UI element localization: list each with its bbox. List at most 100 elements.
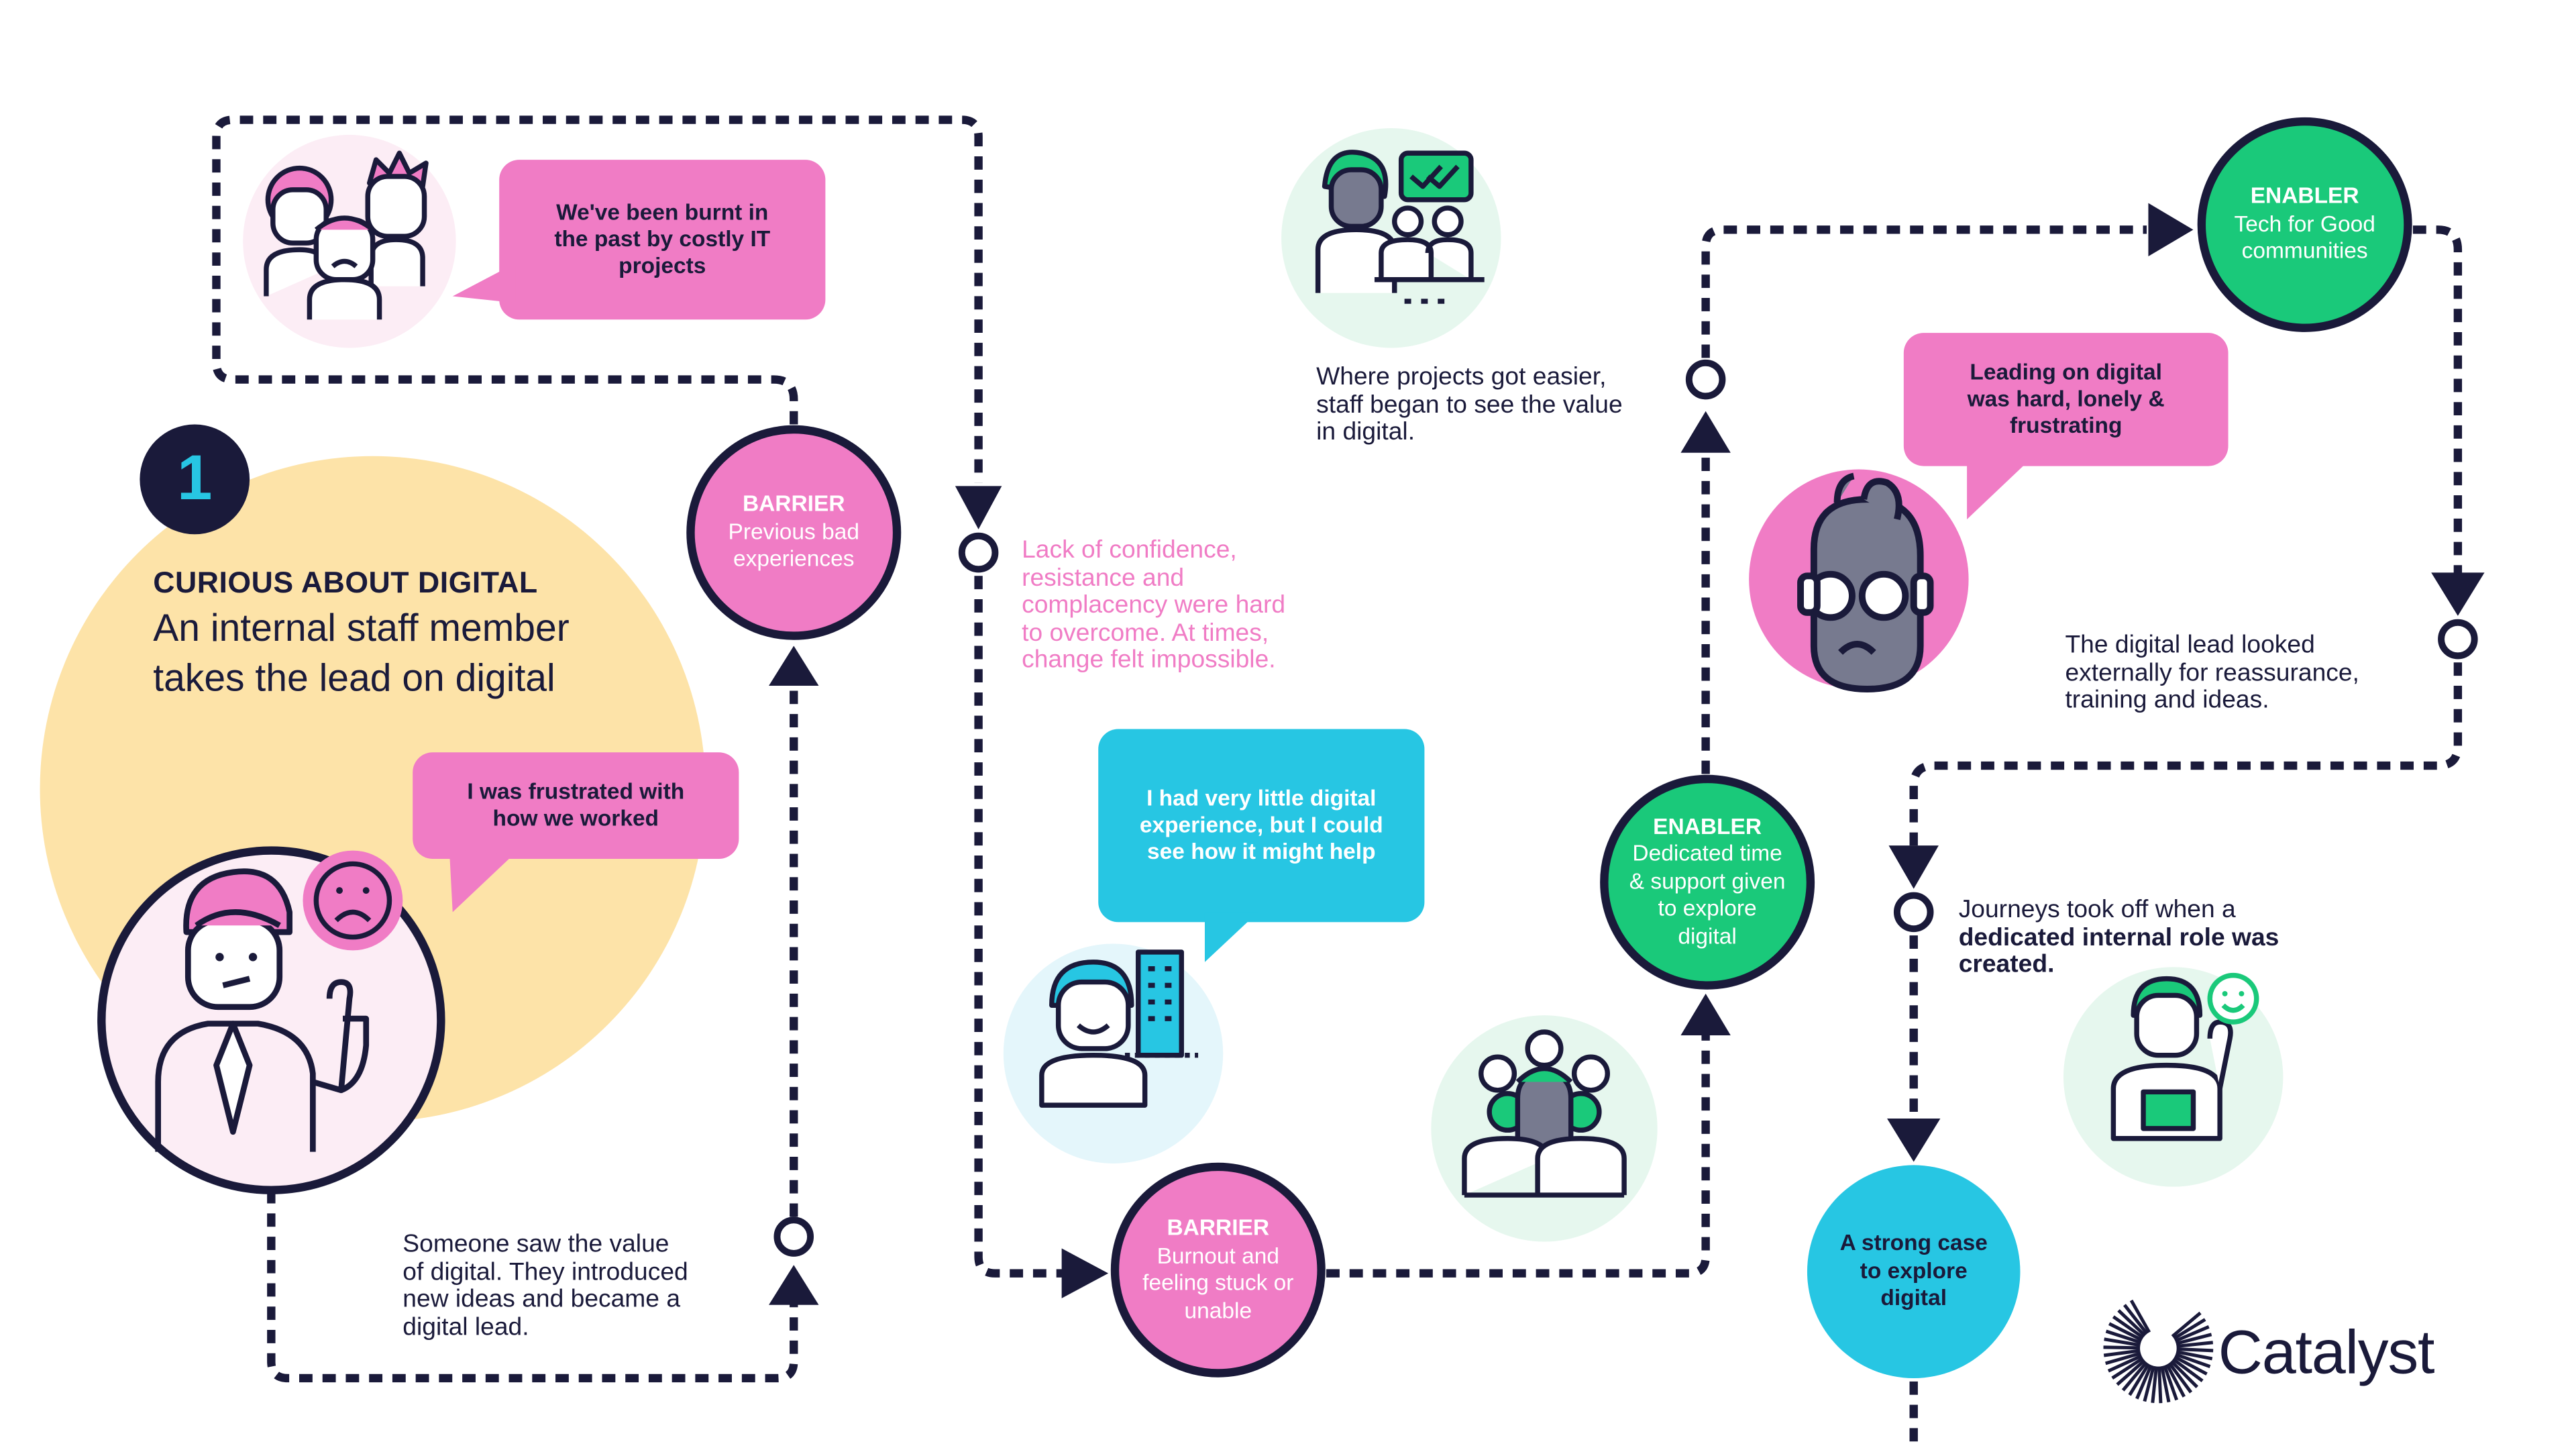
logo-ray — [2174, 1325, 2210, 1343]
main-person-icon — [155, 868, 370, 1152]
node-barrier-previous-text: BARRIER Previous bad experiences — [690, 429, 897, 636]
caption-line: externally for reassurance, — [2065, 658, 2359, 687]
logo-ray — [2176, 1350, 2213, 1361]
logo-ray — [2171, 1357, 2204, 1382]
logo-ray — [2167, 1361, 2193, 1394]
caption-journeys: Journeys took off when a dedicated inter… — [1958, 895, 2279, 980]
bubble-burnt-line: We've been burnt in — [556, 199, 769, 225]
logo-ray — [2157, 1366, 2163, 1404]
node-enabler-time-text: ENABLER Dedicated time & support given t… — [1604, 779, 1811, 986]
bubble-little-experience-line: experience, but I could — [1139, 812, 1383, 837]
caption-line: Journeys took off when a — [1958, 895, 2236, 924]
caption-line: digital lead. — [402, 1312, 529, 1341]
caption-line: complacency were hard — [1022, 590, 1286, 619]
logo-ray — [2173, 1318, 2206, 1341]
bubble-burnt: We've been burnt in the past by costly I… — [499, 160, 825, 319]
stage-number-badge — [140, 424, 250, 535]
node-line: A strong case — [1839, 1230, 1988, 1256]
logo-ray — [2104, 1337, 2141, 1347]
logo-ray — [2160, 1365, 2171, 1403]
caption-line: Someone saw the value — [402, 1230, 669, 1259]
node-enabler-tfg-text: ENABLER Tech for Good communities — [2202, 121, 2408, 328]
caption-line: in digital. — [1316, 417, 1415, 446]
logo-ray — [2111, 1357, 2144, 1380]
node-enabler-tfg — [2197, 117, 2412, 332]
bubble-burnt-line: projects — [619, 253, 706, 278]
node-final — [1807, 1165, 2021, 1378]
caption-line-bold: dedicated internal role was — [1958, 923, 2279, 951]
logo-ray — [2175, 1353, 2211, 1368]
bubble-frustrated-line: how we worked — [492, 805, 659, 831]
stage-number: 1 — [176, 444, 213, 515]
caption-line-bold: created. — [1958, 950, 2055, 979]
burnt-team-icon — [264, 150, 429, 320]
logo-ray — [2112, 1315, 2145, 1339]
bubble-leading-line: Leading on digital — [1970, 359, 2162, 385]
logo-ray — [2129, 1299, 2151, 1333]
bubble-little-experience-line: see how it might help — [1147, 839, 1376, 864]
catalyst-burst-logo — [2103, 1299, 2214, 1404]
node-line: Burnout and — [1157, 1242, 1280, 1267]
caption-line: of digital. They introduced — [402, 1257, 688, 1286]
node-kind: ENABLER — [2250, 183, 2359, 209]
caption-line: resistance and — [1022, 563, 1185, 592]
node-line: & support given — [1629, 868, 1786, 894]
bubble-burnt-line: the past by costly IT — [554, 226, 771, 252]
logo-ray — [2105, 1329, 2142, 1345]
team-group-icon — [1462, 1029, 1627, 1198]
node-line: experiences — [733, 546, 855, 572]
logo-ray — [2174, 1355, 2208, 1376]
bubble-leading: Leading on digital was hard, lonely & fr… — [1904, 333, 2229, 466]
node-kind: BARRIER — [1167, 1214, 1270, 1241]
node-kind: BARRIER — [742, 491, 845, 517]
logo-ray — [2163, 1365, 2179, 1401]
logo-ray — [2116, 1359, 2146, 1386]
node-line: feeling stuck or — [1142, 1270, 1294, 1295]
node-line: Previous bad — [728, 519, 860, 544]
logo-ray — [2108, 1322, 2143, 1342]
logo-ray — [2171, 1311, 2202, 1338]
node-line: digital — [1880, 1285, 1947, 1310]
stage-heading: CURIOUS ABOUT DIGITAL — [153, 566, 538, 600]
logo-ray — [2104, 1351, 2141, 1365]
caption-looked: The digital lead looked externally for r… — [2065, 631, 2359, 715]
bubble-little-experience: I had very little digital experience, bu… — [1098, 729, 1424, 923]
logo-ray — [2123, 1304, 2149, 1335]
stage-subheading-line2: takes the lead on digital — [153, 656, 555, 699]
node-line: communities — [2241, 238, 2368, 264]
logo-ray — [2165, 1363, 2186, 1398]
bubble-little-experience-line: I had very little digital — [1146, 785, 1377, 811]
caption-line: change felt impossible. — [1022, 645, 1276, 674]
logo-ray — [2117, 1309, 2147, 1337]
logo-ray — [2135, 1364, 2153, 1400]
node-barrier-burnout — [1110, 1162, 1326, 1378]
caption-line: Lack of confidence, — [1022, 535, 1237, 564]
logo-ray — [2176, 1341, 2214, 1348]
stressed-lead-icon — [1797, 472, 1934, 692]
node-kind: ENABLER — [1653, 813, 1762, 839]
caption-someone: Someone saw the value of digital. They i… — [402, 1230, 688, 1342]
bubble-leading-line: frustrating — [2009, 413, 2123, 438]
bubble-leading-line: was hard, lonely & — [1967, 386, 2165, 411]
logo-ray — [2103, 1349, 2141, 1357]
node-line: digital — [1678, 923, 1737, 949]
logo-ray — [2107, 1354, 2143, 1373]
reader-icon — [2110, 972, 2259, 1141]
node-line: Tech for Good — [2234, 211, 2375, 236]
node-barrier-previous — [686, 425, 902, 640]
node-line: Dedicated time — [1632, 841, 1782, 866]
node-line: unable — [1184, 1297, 1252, 1323]
office-worker-icon — [1039, 949, 1199, 1108]
logo-ray — [2103, 1345, 2141, 1350]
path-arrows — [769, 203, 2485, 1305]
stage-subheading-line1: An internal staff member — [153, 605, 570, 650]
logo-ray — [2151, 1366, 2158, 1403]
node-enabler-time — [1600, 774, 1815, 990]
caption-lack: Lack of confidence, resistance and compl… — [1022, 537, 1285, 675]
bubble-frustrated-line: I was frustrated with — [467, 778, 685, 805]
caption-line: new ideas and became a — [402, 1285, 681, 1314]
presenter-icon — [1315, 150, 1485, 304]
caption-line: training and ideas. — [2065, 686, 2269, 715]
caption-line: staff began to see the value — [1316, 390, 1623, 419]
